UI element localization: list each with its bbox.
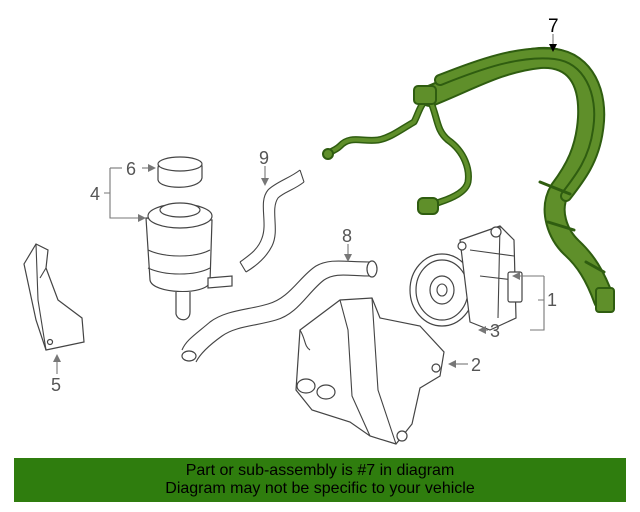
callout-6: 6 <box>126 159 136 179</box>
banner-line-disclaimer: Diagram may not be specific to your vehi… <box>165 480 475 497</box>
callout-4: 4 <box>90 184 100 204</box>
banner-line-part-number: Part or sub-assembly is #7 in diagram <box>185 462 455 479</box>
pressure-hose-part-7[interactable] <box>322 46 615 313</box>
power-steering-pump-part-1[interactable] <box>409 225 523 331</box>
callout-5: 5 <box>51 375 61 395</box>
callout-9: 9 <box>259 148 269 168</box>
suction-hose-part-8[interactable] <box>181 260 378 363</box>
callout-7: 7 <box>548 16 559 37</box>
callout-1: 1 <box>547 290 557 310</box>
reservoir-cap-part-6[interactable] <box>157 156 203 188</box>
callout-8: 8 <box>342 226 352 246</box>
callout-3: 3 <box>490 321 500 341</box>
exploded-parts-diagram: 7 6 4 9 8 1 3 2 5 <box>23 16 615 445</box>
return-hose-part-9[interactable] <box>239 169 305 273</box>
highlight-notice-banner: Part or sub-assembly is #7 in diagram Di… <box>14 458 626 502</box>
callout-2: 2 <box>471 355 481 375</box>
reservoir-part-4[interactable] <box>145 202 233 321</box>
leader-lines <box>53 34 557 374</box>
bracket-part-5[interactable] <box>23 243 85 351</box>
mounting-bracket-part-2[interactable] <box>295 297 445 445</box>
